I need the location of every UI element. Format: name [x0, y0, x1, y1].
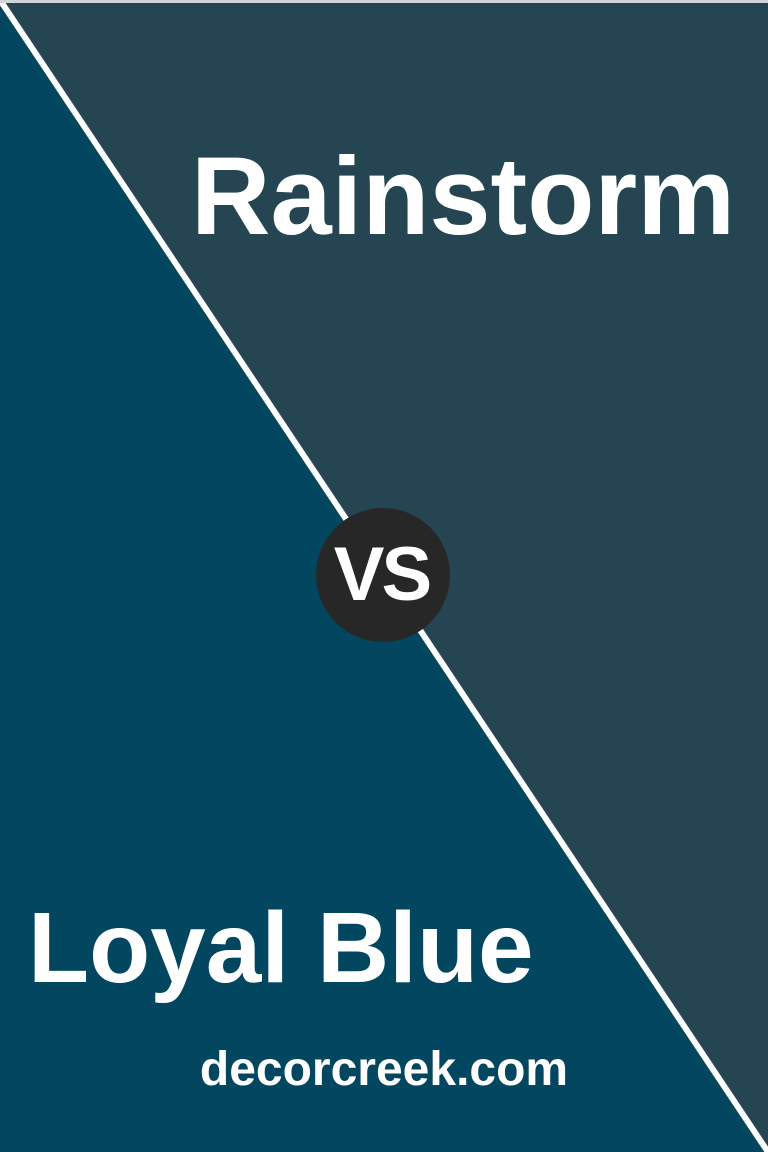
website-watermark: decorcreek.com	[199, 1043, 569, 1096]
bottom-color-name-label: Loyal Blue	[28, 892, 534, 1004]
vs-label: VS	[333, 532, 432, 617]
top-edge-strip	[0, 0, 768, 3]
vs-badge: VS	[316, 508, 450, 642]
top-color-name-label: Rainstorm	[191, 135, 735, 258]
